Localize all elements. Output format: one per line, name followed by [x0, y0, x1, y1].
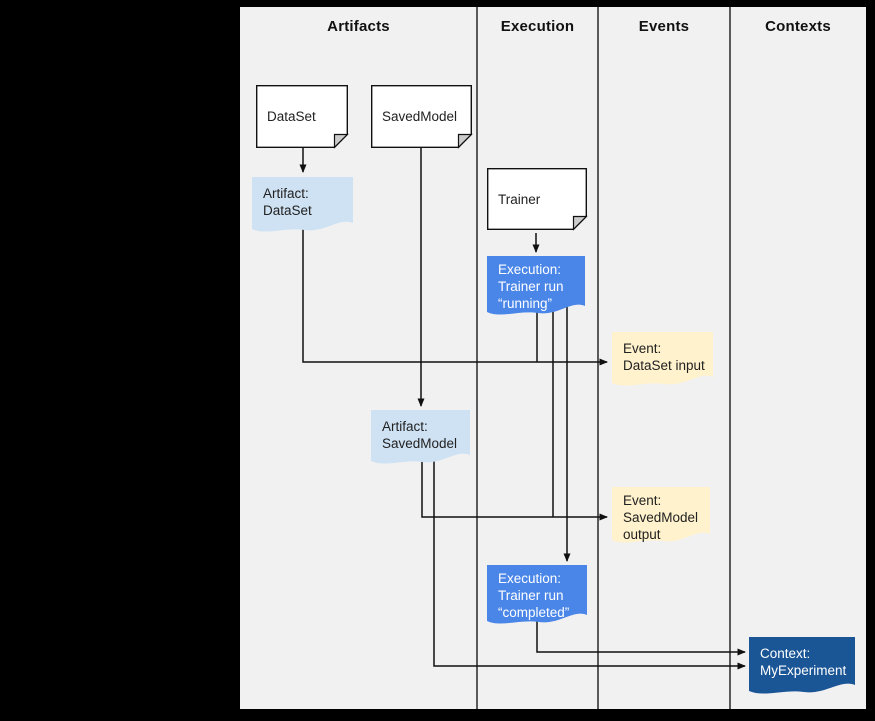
node-execution-running: Execution: Trainer run “running” [487, 256, 585, 319]
edge-execution-completed-to-context [536, 615, 746, 656]
node-label: Artifact: SavedModel [382, 419, 458, 451]
node-savedmodel: SavedModel [371, 85, 473, 149]
node-label: Trainer [498, 191, 541, 207]
node-label: Execution: Trainer run “completed” [498, 571, 570, 620]
node-trainer: Trainer [487, 168, 588, 231]
column-header-contexts: Contexts [765, 18, 831, 35]
connector-layer [299, 7, 746, 709]
document-shape [252, 177, 353, 232]
document-shape [749, 637, 855, 694]
edges [299, 148, 746, 670]
node-context-myexperiment: Context: MyExperiment [749, 637, 855, 698]
column-header-events: Events [638, 18, 690, 35]
node-label: Execution: Trainer run “running” [498, 262, 564, 311]
node-label: Context: MyExperiment [760, 646, 847, 678]
document-shape [371, 410, 470, 464]
edge-artifact-savedmodel-to-event-output [421, 457, 608, 521]
node-execution-completed: Execution: Trainer run “completed” [487, 565, 587, 628]
column-header-artifacts: Artifacts [327, 18, 390, 35]
node-label: Event: DataSet input [623, 341, 705, 373]
document-shape [612, 332, 713, 386]
column-dividers [476, 7, 731, 709]
edge-artifact-savedmodel-to-context [433, 457, 746, 670]
node-event-dataset-input: Event: DataSet input [612, 332, 713, 390]
node-dataset: DataSet [256, 85, 349, 149]
document-shape [487, 256, 585, 315]
note-shape [256, 85, 349, 149]
mlmd-diagram-panel: Artifacts Execution Events Contexts Data… [240, 7, 866, 709]
note-shape [371, 85, 473, 149]
node-artifact-dataset: Artifact: DataSet [252, 177, 353, 235]
node-label: Event: SavedModel output [623, 493, 699, 542]
document-shape [612, 487, 710, 543]
node-event-savedmodel-output: Event: SavedModel output [612, 487, 710, 547]
edge-artifact-dataset-to-event-input [302, 229, 608, 366]
column-header-execution: Execution [500, 18, 575, 35]
node-label: Artifact: DataSet [263, 186, 312, 218]
node-label: SavedModel [382, 109, 458, 124]
node-artifact-savedmodel: Artifact: SavedModel [371, 410, 470, 468]
node-label: DataSet [267, 109, 316, 124]
document-shape [487, 565, 587, 624]
note-shape [487, 168, 588, 231]
